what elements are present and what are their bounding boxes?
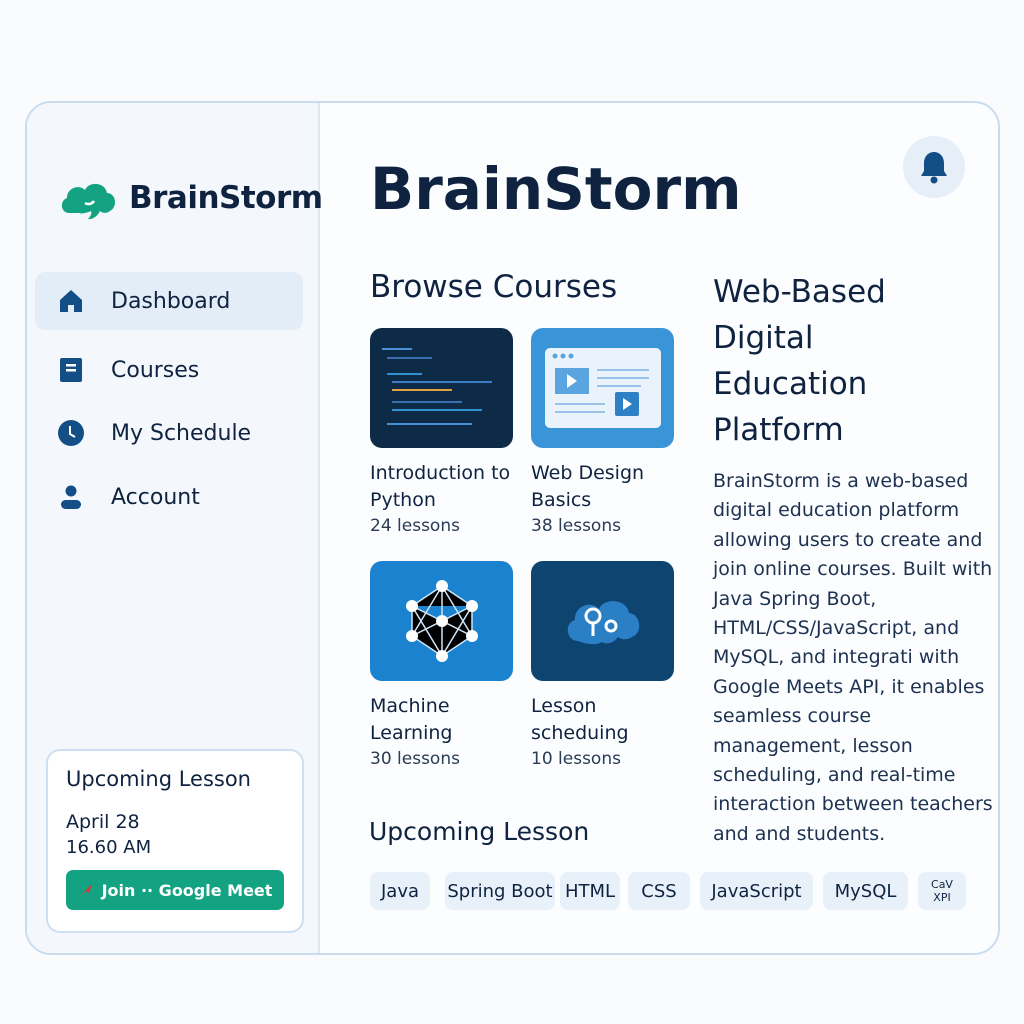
course-lessons: 10 lessons xyxy=(531,749,621,769)
lesson-time: 16.60 AM xyxy=(66,837,152,858)
upcoming-lesson-card: Upcoming Lesson April 28 16.60 AM Join ·… xyxy=(46,749,304,933)
web-design-thumbnail xyxy=(531,328,674,448)
tag-html: HTML xyxy=(560,872,620,910)
clock-icon xyxy=(58,420,84,446)
tag-javascript: JavaScript xyxy=(700,872,813,910)
browse-courses-heading: Browse Courses xyxy=(370,269,618,305)
bell-icon xyxy=(921,152,947,184)
card-title: Upcoming Lesson xyxy=(66,767,251,791)
sidebar-item-account[interactable]: Account xyxy=(35,468,303,526)
sidebar-item-my-schedule[interactable]: My Schedule xyxy=(35,404,303,462)
course-name: Lesson scheduing xyxy=(531,695,629,744)
python-code-thumbnail xyxy=(370,328,513,448)
scheduling-thumbnail xyxy=(531,561,674,681)
tag-api: CaV XPI xyxy=(918,872,966,910)
course-name: Machine Learning xyxy=(370,695,453,744)
course-card[interactable]: Introduction to Python 24 lessons xyxy=(370,328,514,536)
logo: BrainStorm xyxy=(59,173,323,223)
sidebar-item-label: Courses xyxy=(111,357,200,383)
course-lessons: 38 lessons xyxy=(531,516,621,536)
join-google-meet-button[interactable]: Join ·· Google Meet xyxy=(66,870,284,910)
tag-css: CSS xyxy=(628,872,690,910)
home-icon xyxy=(60,290,82,312)
sidebar-item-label: Dashboard xyxy=(111,288,231,314)
course-lessons: 24 lessons xyxy=(370,516,460,536)
notifications-button[interactable] xyxy=(903,136,965,198)
user-icon xyxy=(61,485,81,509)
course-card[interactable]: Machine Learning 30 lessons xyxy=(370,561,514,769)
sidebar-item-courses[interactable]: Courses xyxy=(35,341,303,399)
tag-mysql: MySQL xyxy=(823,872,908,910)
course-lessons: 30 lessons xyxy=(370,749,460,769)
about-heading: Web-Based Digital Education Platform xyxy=(713,274,886,448)
course-card[interactable]: Lesson scheduing 10 lessons xyxy=(531,561,675,769)
upcoming-lesson-heading: Upcoming Lesson xyxy=(369,817,590,846)
tag-java: Java xyxy=(370,872,430,910)
about-description: BrainStorm is a web-based digital educat… xyxy=(713,470,993,845)
course-name: Introduction to Python xyxy=(370,462,511,511)
sidebar-item-dashboard[interactable]: Dashboard xyxy=(35,272,303,330)
tag-spring-boot: Spring Boot xyxy=(445,872,555,910)
meet-icon xyxy=(79,884,92,896)
cloud-logo-icon xyxy=(61,183,116,220)
neural-network-thumbnail xyxy=(370,561,513,681)
sidebar-item-label: Account xyxy=(111,484,200,510)
sidebar-item-label: My Schedule xyxy=(111,420,252,446)
app-window: BrainStorm Dashboard Courses My Schedule… xyxy=(25,101,1000,955)
page-title: BrainStorm xyxy=(370,155,742,223)
course-name: Web Design Basics xyxy=(531,462,645,511)
join-label: Join ·· Google Meet xyxy=(101,880,273,900)
lesson-date: April 28 xyxy=(66,811,140,833)
course-card[interactable]: Web Design Basics 38 lessons xyxy=(531,328,675,536)
sidebar: BrainStorm Dashboard Courses My Schedule… xyxy=(27,103,323,953)
brand-name: BrainStorm xyxy=(129,180,323,216)
book-icon xyxy=(60,358,82,382)
